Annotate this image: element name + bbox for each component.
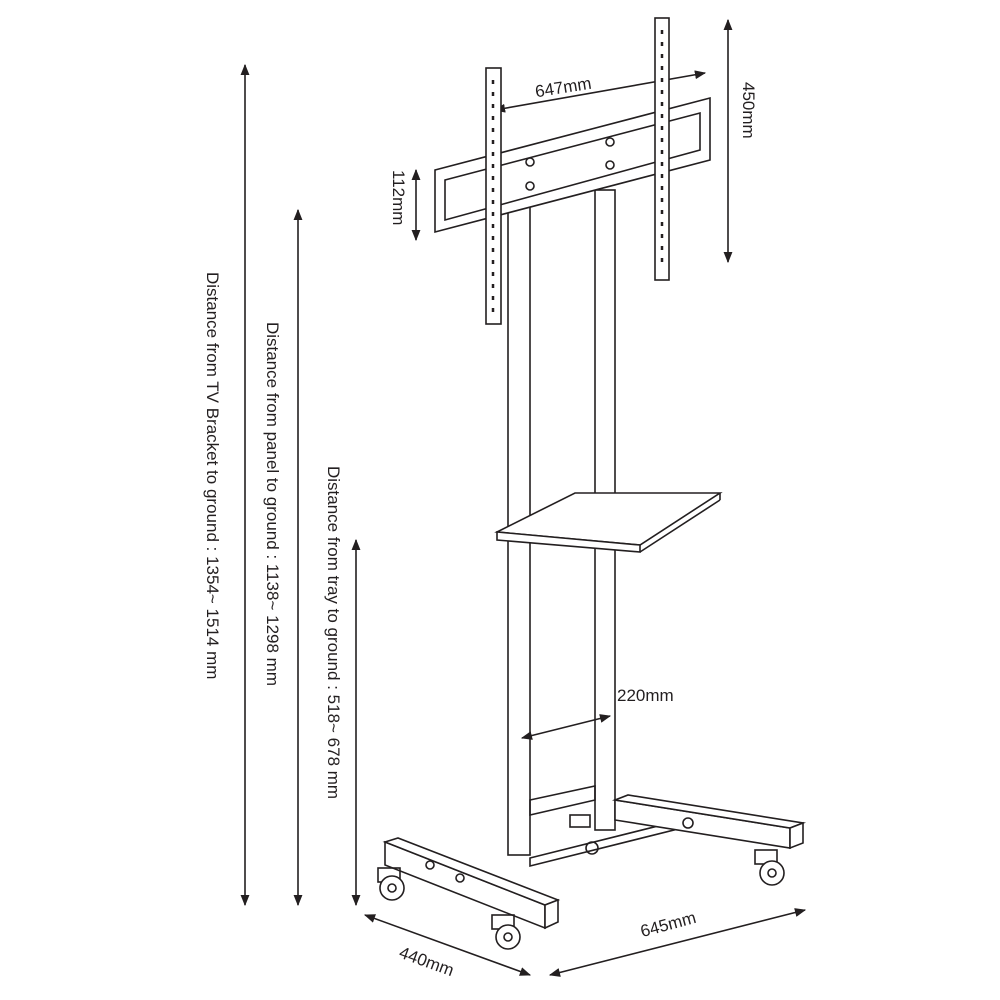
right-rail xyxy=(654,17,670,281)
bracket-width-line xyxy=(493,70,707,113)
pole-spacing-line xyxy=(520,714,612,740)
base-depth-line xyxy=(363,914,532,976)
left-rail xyxy=(485,67,502,325)
tray-height-label: Distance from tray to ground : 518~ 678 … xyxy=(324,466,343,800)
casters xyxy=(377,814,785,950)
pole-spacing-label: 220mm xyxy=(617,686,674,705)
base-width-line xyxy=(548,908,807,977)
plate-height-label: 112mm xyxy=(389,170,408,226)
panel-height-label: Distance from panel to ground : 1138~ 12… xyxy=(263,322,282,686)
tv-bracket-height-label: Distance from TV Bracket to ground : 135… xyxy=(203,272,222,680)
mounting-plate xyxy=(434,96,711,234)
bracket-height-label: 450mm xyxy=(739,82,758,139)
